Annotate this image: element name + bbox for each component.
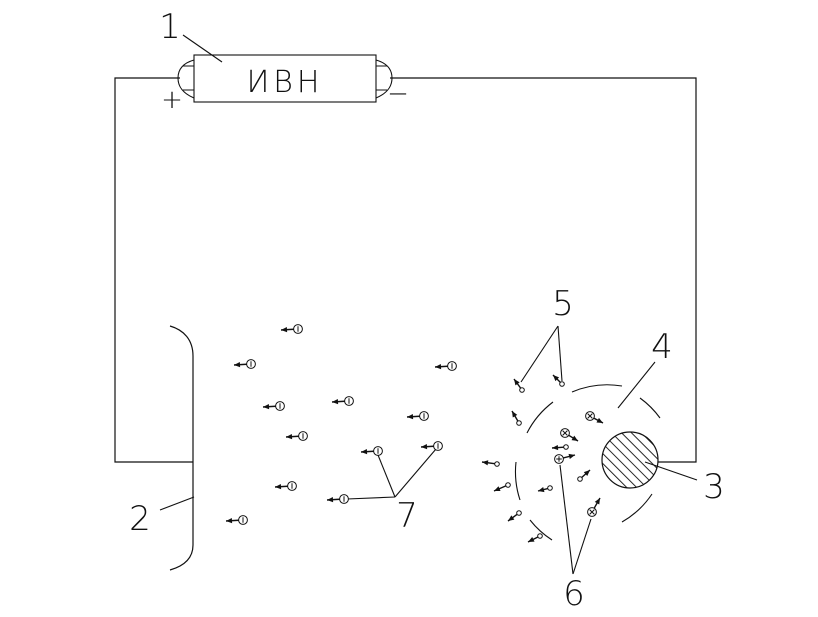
negative-ion-7 — [285, 431, 308, 441]
negative-ion-4 — [262, 401, 285, 411]
corona-wire-electrode — [601, 431, 659, 489]
small-particle-8 — [507, 510, 522, 522]
callout-2-leader — [159, 496, 195, 511]
corona-zone-boundary — [514, 384, 661, 541]
minus-sign: − — [387, 79, 409, 109]
callout-7-leader-a — [377, 454, 396, 498]
small-particle-5 — [481, 460, 500, 467]
source-right-terminal-inner — [376, 65, 387, 91]
small-particle-6 — [493, 482, 511, 492]
wire-left — [114, 77, 193, 463]
negative-ion-1 — [280, 324, 303, 334]
callout-6-leader-b — [572, 518, 592, 575]
particles-layer — [225, 324, 604, 543]
callout-5-leader-b — [557, 325, 563, 382]
collector-electrode — [169, 325, 194, 571]
small-particle-4 — [551, 444, 569, 451]
negative-ion-8 — [360, 446, 383, 456]
source-right-terminal — [375, 59, 393, 99]
callout-7-leader-c — [346, 496, 396, 500]
negative-ion-3 — [434, 361, 457, 371]
callout-2: 2 — [129, 499, 151, 539]
callout-4-leader — [617, 361, 656, 409]
callout-7-leader-b — [394, 448, 437, 498]
small-particle-7 — [537, 485, 553, 493]
negative-ion-11 — [326, 494, 349, 504]
small-particle-2 — [552, 374, 565, 387]
negative-ion-5 — [331, 396, 354, 406]
source-box — [193, 54, 377, 103]
negative-ion-12 — [225, 515, 248, 525]
callout-5-leader-a — [520, 325, 559, 383]
crossed-particle-2 — [560, 428, 579, 442]
small-particle-10 — [577, 469, 591, 482]
negative-ion-10 — [274, 481, 297, 491]
source-left-terminal — [177, 59, 195, 99]
crossed-particle-3 — [587, 497, 601, 517]
callout-6: 6 — [563, 574, 585, 612]
callout-5: 5 — [552, 284, 574, 324]
callout-1: 1 — [159, 7, 181, 47]
plus-sign: + — [161, 85, 183, 115]
high-voltage-source: ИВН — [177, 54, 393, 103]
small-particle-3 — [511, 410, 522, 426]
wire-right — [390, 77, 697, 463]
small-particle-9 — [527, 533, 543, 543]
callout-3: 3 — [703, 467, 725, 507]
callout-3-leader — [644, 461, 698, 481]
callout-1-leader — [182, 34, 223, 63]
callout-6-leader-a — [559, 464, 574, 575]
callout-7: 7 — [396, 496, 418, 536]
source-label: ИВН — [247, 65, 324, 100]
small-particle-1 — [513, 378, 525, 393]
positive-ion-1 — [554, 453, 576, 464]
negative-ion-9 — [420, 441, 443, 451]
source-left-terminal-inner — [183, 65, 194, 91]
negative-ion-6 — [406, 411, 429, 421]
negative-ion-2 — [233, 359, 256, 369]
callout-4: 4 — [651, 327, 673, 367]
crossed-particle-1 — [585, 411, 604, 424]
